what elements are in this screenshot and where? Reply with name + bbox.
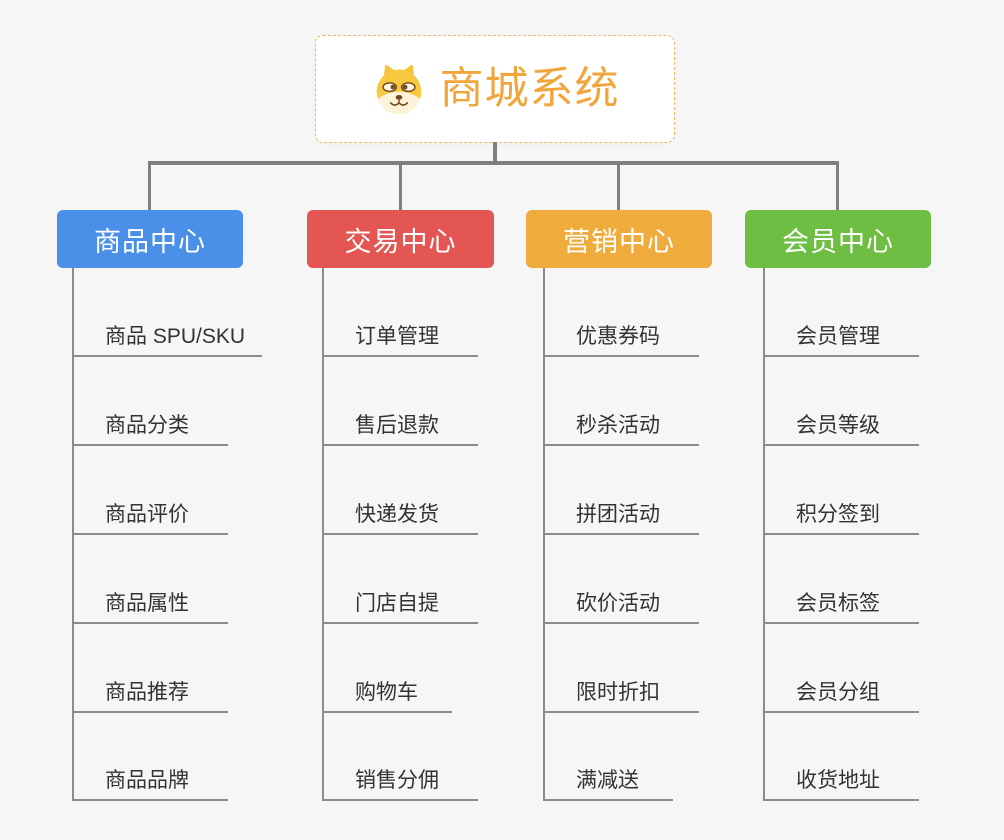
connector-drop-marketing [617, 161, 620, 211]
leaf-node[interactable]: 商品分类 [72, 400, 228, 446]
leaf-node[interactable]: 售后退款 [322, 400, 478, 446]
leaf-node[interactable]: 会员等级 [763, 400, 919, 446]
leaf-node[interactable]: 商品评价 [72, 489, 228, 535]
leaf-node[interactable]: 会员标签 [763, 578, 919, 624]
branch-header-marketing[interactable]: 营销中心 [526, 210, 712, 268]
leaf-node[interactable]: 拼团活动 [543, 489, 699, 535]
leaf-node[interactable]: 商品 SPU/SKU [72, 311, 262, 357]
connector-root-drop [493, 142, 497, 164]
branch-header-trade[interactable]: 交易中心 [307, 210, 494, 268]
leaf-node[interactable]: 商品品牌 [72, 755, 228, 801]
leaf-node[interactable]: 会员管理 [763, 311, 919, 357]
leaf-node[interactable]: 满减送 [543, 755, 673, 801]
leaf-node[interactable]: 限时折扣 [543, 667, 699, 713]
leaf-node[interactable]: 订单管理 [322, 311, 478, 357]
dog-face-icon [376, 64, 421, 115]
connector-bus [148, 161, 839, 165]
leaf-node[interactable]: 砍价活动 [543, 578, 699, 624]
leaf-node[interactable]: 门店自提 [322, 578, 478, 624]
leaf-node[interactable]: 收货地址 [763, 755, 919, 801]
connector-drop-trade [399, 161, 402, 211]
leaf-node[interactable]: 会员分组 [763, 667, 919, 713]
connector-drop-product [148, 161, 151, 211]
leaf-node[interactable]: 销售分佣 [322, 755, 478, 801]
branch-header-member[interactable]: 会员中心 [745, 210, 931, 268]
root-title: 商城系统 [439, 64, 620, 113]
root-node[interactable]: 商城系统 [315, 35, 675, 143]
leaf-node[interactable]: 优惠券码 [543, 311, 699, 357]
leaf-node[interactable]: 购物车 [322, 667, 452, 713]
leaf-node[interactable]: 积分签到 [763, 489, 919, 535]
leaf-node[interactable]: 秒杀活动 [543, 400, 699, 446]
leaf-node[interactable]: 快递发货 [322, 489, 478, 535]
connector-drop-member [836, 161, 839, 211]
leaf-node[interactable]: 商品推荐 [72, 667, 228, 713]
branch-header-product[interactable]: 商品中心 [57, 210, 243, 268]
leaf-node[interactable]: 商品属性 [72, 578, 228, 624]
